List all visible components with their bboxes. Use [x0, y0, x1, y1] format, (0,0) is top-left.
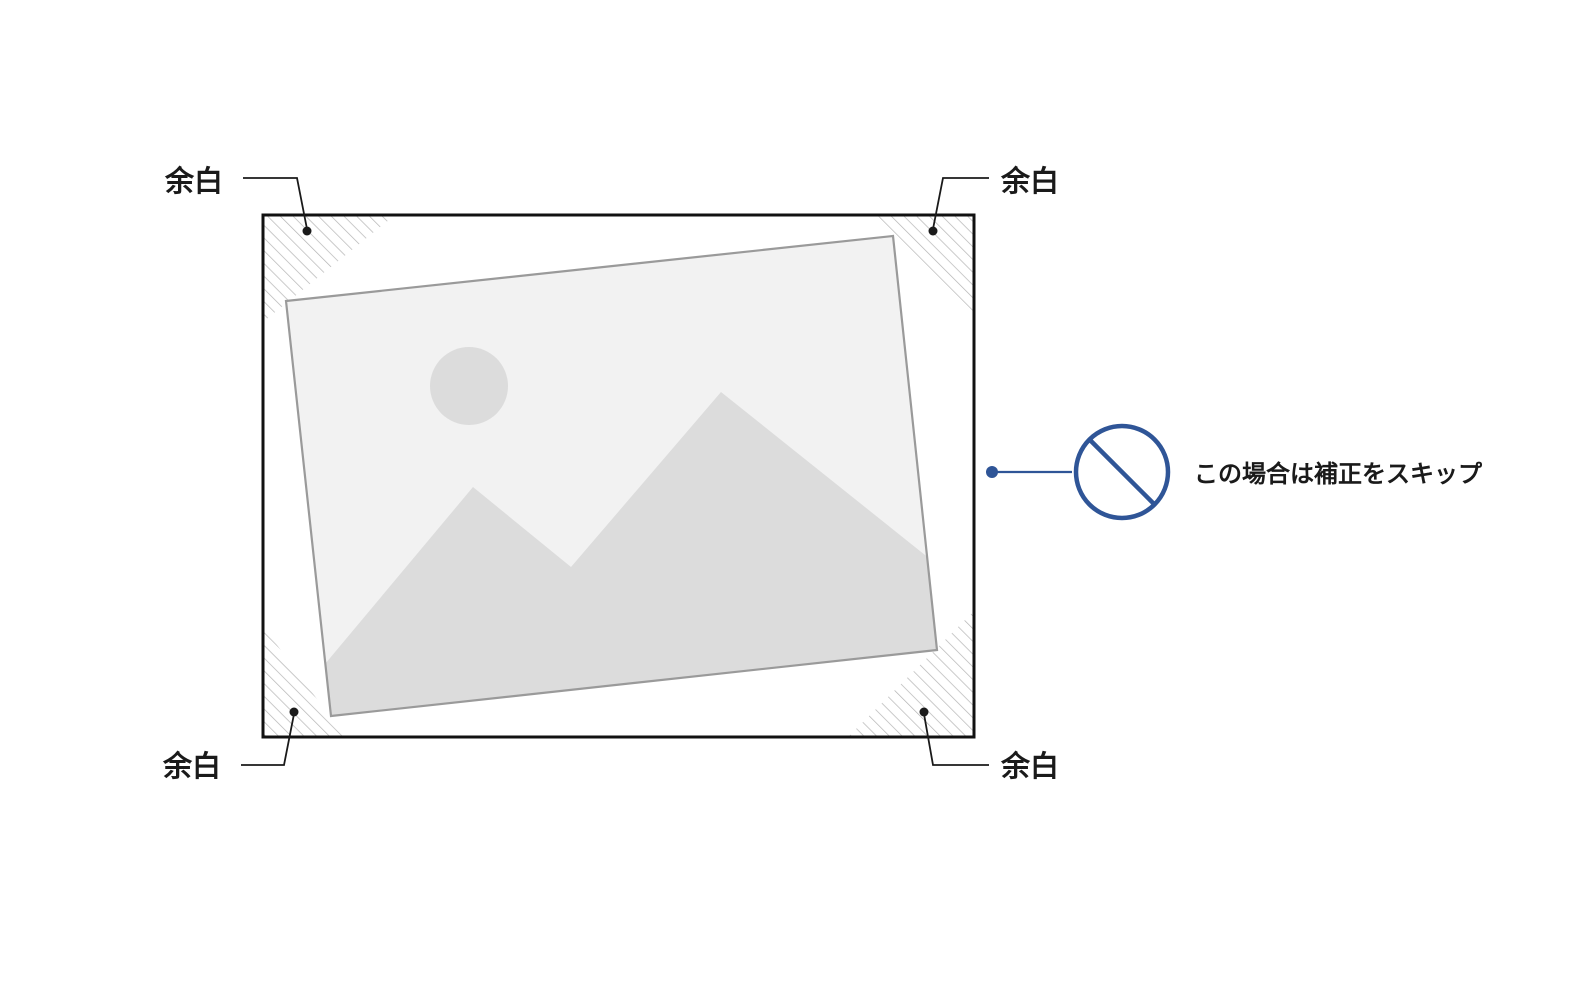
leader-bottom-left: [241, 713, 295, 766]
photo-border: [284, 234, 939, 718]
leader-top-left: [243, 177, 308, 230]
label-margin-top-left: 余白: [164, 164, 223, 198]
leader-top-right: [932, 177, 989, 230]
rotated-photo: [284, 234, 939, 718]
margin-top-left: [263, 215, 395, 322]
label-margin-bottom-left: 余白: [162, 749, 221, 783]
prohibited-icon: [1073, 423, 1171, 521]
leader-dot-top-right: [928, 226, 938, 236]
sun-icon: [430, 347, 508, 425]
image-frame: [261, 213, 976, 739]
margin-bottom-right: [848, 611, 974, 737]
skip-note-text: この場合は補正をスキップ: [1194, 460, 1483, 488]
leader-dot-bottom-left: [289, 707, 299, 717]
mountains-icon: [320, 392, 937, 716]
label-margin-bottom-right: 余白: [1000, 749, 1059, 783]
leader-bottom-right: [923, 713, 989, 766]
margin-top-right: [871, 215, 974, 318]
leader-dot-top-left: [302, 226, 312, 236]
margin-bottom-left: [263, 626, 345, 737]
leader-dot-bottom-right: [919, 707, 929, 717]
label-margin-top-right: 余白: [1000, 164, 1059, 198]
